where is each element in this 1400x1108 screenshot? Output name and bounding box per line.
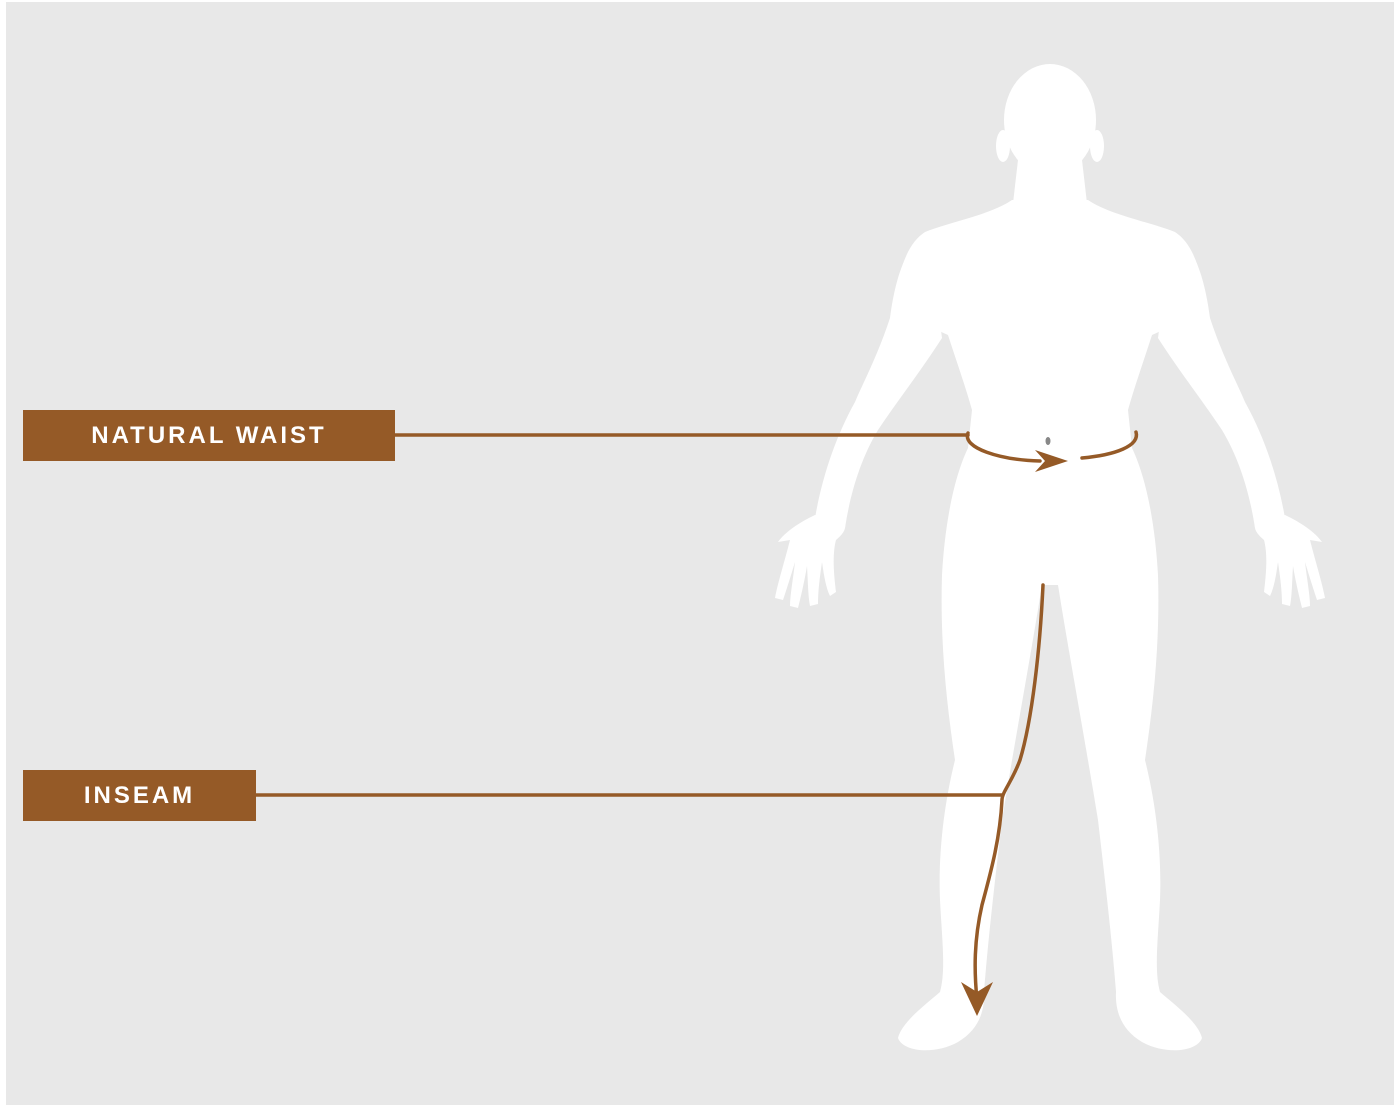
left-arm bbox=[815, 232, 942, 528]
left-hand bbox=[775, 515, 845, 608]
right-ear bbox=[1090, 130, 1104, 162]
inseam-measurement bbox=[255, 585, 1043, 1000]
natural-waist-label-text: NATURAL WAIST bbox=[91, 422, 326, 450]
left-ear bbox=[996, 130, 1010, 162]
human-body-silhouette-icon bbox=[775, 64, 1325, 1050]
inseam-label-text: INSEAM bbox=[84, 782, 195, 810]
natural-waist-label: NATURAL WAIST bbox=[23, 410, 395, 461]
right-hand bbox=[1255, 515, 1325, 608]
head bbox=[1004, 64, 1096, 176]
right-arm bbox=[1158, 232, 1285, 528]
inseam-label: INSEAM bbox=[23, 770, 256, 821]
navel-mark bbox=[1046, 437, 1051, 445]
